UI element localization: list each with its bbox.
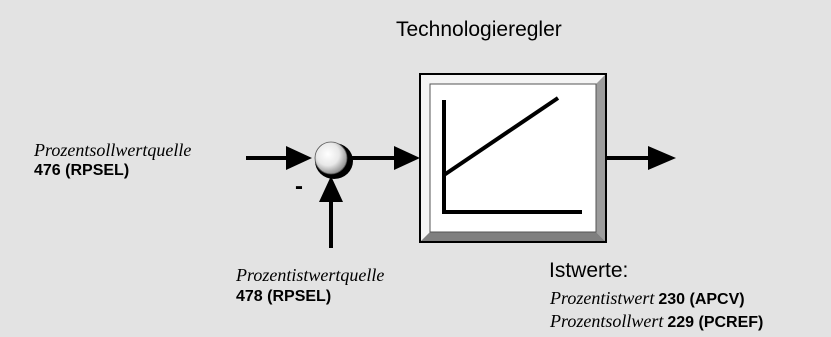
actual-value-param: 230 (APCV) xyxy=(658,291,745,308)
actual-value-label: Prozentsollwert xyxy=(550,311,664,331)
setpoint-arrow xyxy=(246,146,312,170)
feedback-source-label: Prozentistwertquelle xyxy=(236,265,385,285)
feedback-arrow xyxy=(319,176,343,248)
controller-title: Technologieregler xyxy=(396,18,562,41)
actual-values-heading: Istwerte: xyxy=(549,259,629,282)
minus-sign: - xyxy=(295,173,303,200)
setpoint-source-label: Prozentsollwertquelle xyxy=(34,140,192,160)
setpoint-source-param: 476 (RPSEL) xyxy=(34,162,130,179)
actual-value-param: 229 (PCREF) xyxy=(667,314,764,331)
actual-value-label: Prozentistwert xyxy=(550,288,655,308)
controller-ramp-line xyxy=(442,96,560,177)
junction-to-controller-arrow xyxy=(350,146,420,170)
actual-value-item: Prozentistwert 230 (APCV) xyxy=(550,288,745,309)
actual-value-item: Prozentsollwert 229 (PCREF) xyxy=(550,311,763,332)
feedback-source-param: 478 (RPSEL) xyxy=(236,288,332,305)
controller-block xyxy=(419,73,607,243)
summing-junction xyxy=(314,141,353,179)
output-arrow xyxy=(606,146,676,170)
